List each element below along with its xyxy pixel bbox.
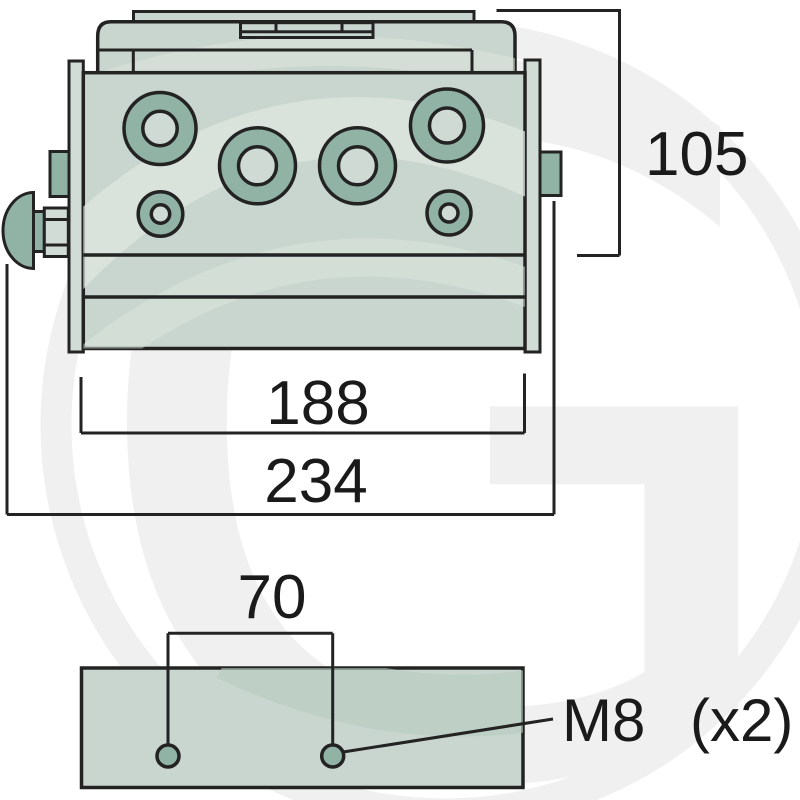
- small-port-bore-1: [149, 203, 172, 225]
- thread-qty-label: (x2): [690, 687, 793, 754]
- valve-top-view: [1, 10, 563, 354]
- port-bore-1: [141, 109, 179, 148]
- mounting-plate-view: [79, 666, 525, 790]
- body-base-lines: [83, 253, 525, 299]
- dim-234-label: 234: [264, 447, 367, 516]
- mount-hole-left: [155, 743, 181, 769]
- small-port-bore-2: [438, 202, 460, 224]
- port-bore-3: [336, 145, 379, 187]
- left-flange: [67, 59, 85, 354]
- port-bore-2: [236, 145, 279, 187]
- left-tab: [48, 150, 71, 198]
- dim-188-lines: [79, 373, 526, 435]
- right-flange: [523, 58, 542, 354]
- dimensions: 105 188 234 70: [5, 9, 748, 754]
- side-knob: [1, 190, 35, 271]
- dim-105-lines: [496, 9, 621, 257]
- lid-latch-dividers: [240, 22, 373, 34]
- thread-label: M8: [562, 687, 645, 754]
- port-bore-4: [427, 106, 467, 145]
- dim-105-label: 105: [645, 120, 748, 189]
- knob-nut: [42, 206, 70, 258]
- port-circles: [122, 87, 486, 239]
- mount-hole-right: [319, 743, 346, 769]
- dim-188-label: 188: [266, 369, 369, 438]
- lid-latch: [239, 21, 375, 40]
- dim-70-label: 70: [238, 563, 307, 632]
- knob-nut-facets: [44, 218, 69, 247]
- cap-step-lines: [97, 48, 474, 73]
- dim-70-lines: [166, 631, 335, 744]
- thread-leader-line: [339, 717, 554, 754]
- plate-holes: [155, 743, 346, 769]
- knob-neck: [32, 210, 46, 253]
- right-tab: [537, 150, 563, 197]
- plate-shading: [216, 668, 523, 737]
- body-shading: [83, 97, 526, 349]
- dim-234-lines: [5, 201, 556, 516]
